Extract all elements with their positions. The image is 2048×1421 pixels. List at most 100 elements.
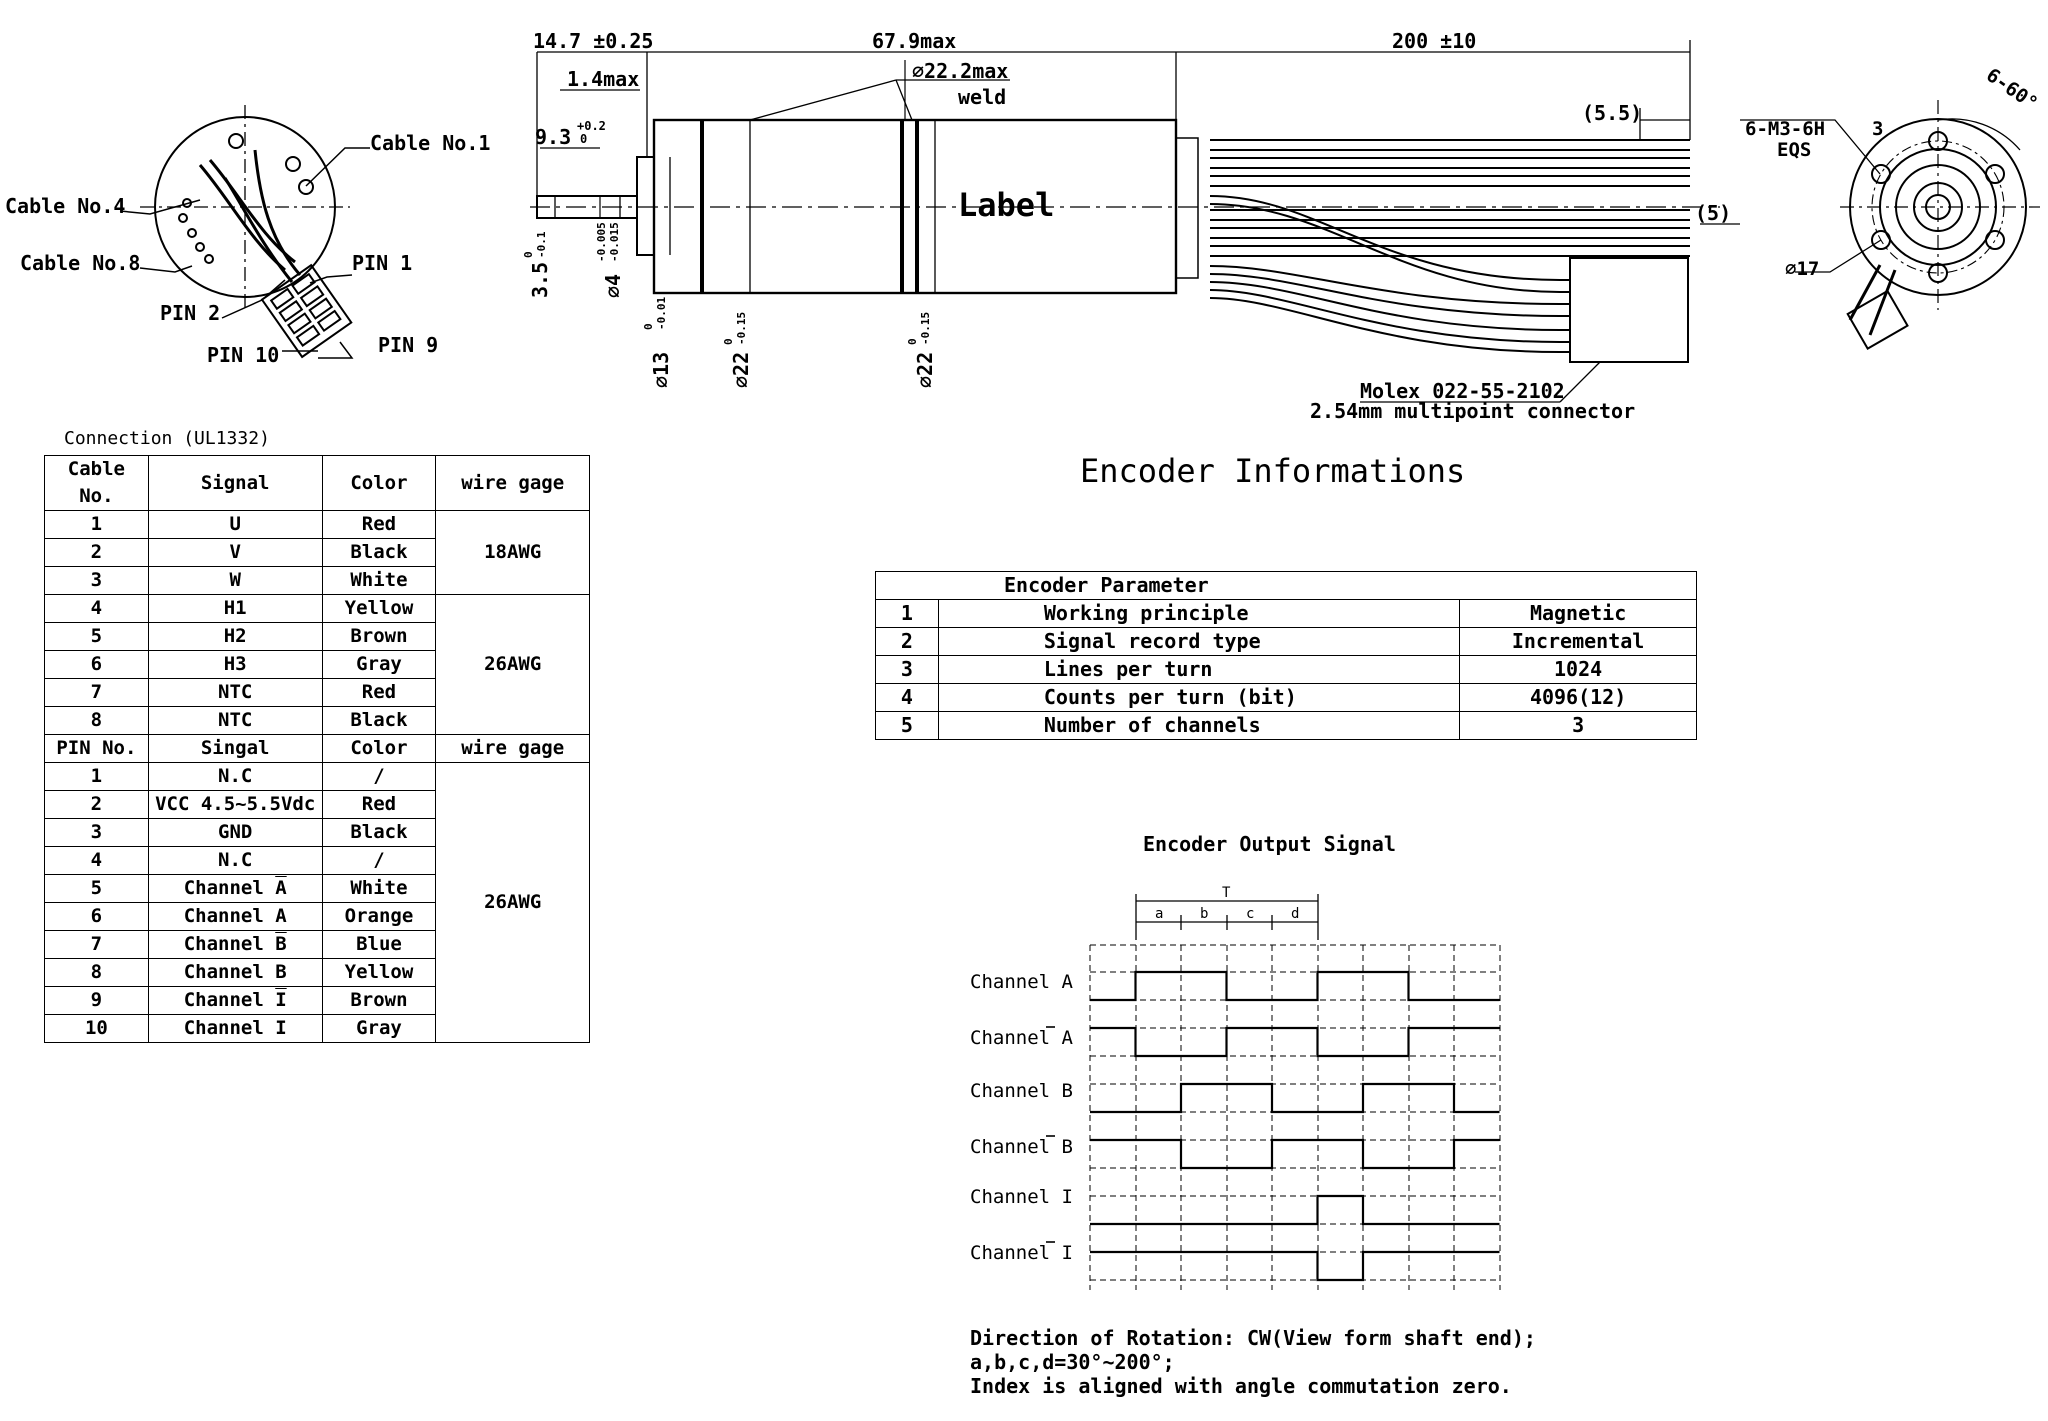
table-row: 1 Working principle Magnetic [875,599,1697,628]
cell: 1024 [1459,655,1697,684]
connection-table: Cable No. Signal Color wire gage 1 U Red… [44,455,590,1043]
molex-label-1: Molex 022-55-2102 [1360,379,1565,403]
pin1-label: PIN 1 [352,251,412,275]
cell: / [321,762,437,791]
cell: Red [321,510,437,539]
cell: Channel I [147,1014,323,1043]
cell: 5 [44,622,149,651]
cell: Channel B [147,958,323,987]
table-row: 1 U Red 18AWG [44,510,590,595]
cell: N.C [147,846,323,875]
cell: NTC [147,706,323,735]
cell: Brown [321,622,437,651]
dim-d22a: ∅22 [729,352,753,388]
cell: 4096(12) [1459,683,1697,712]
cell: Yellow [321,958,437,987]
table-row: 6 Channel A Orange [44,902,590,931]
cell: V [147,538,323,567]
gage-cell: 18AWG [435,510,590,595]
cell: Channel A [147,902,323,931]
encoder-parameter-table: Encoder Parameter 1 Working principle Ma… [875,571,1697,740]
table-row: 7 NTC Red [44,678,590,707]
table-row: 3 Lines per turn 1024 [875,655,1697,684]
dim-d35: 3.5 [528,262,552,298]
cell: Black [321,818,437,847]
cell: 3 [44,566,149,595]
seg-a: a [1155,906,1163,922]
cell: Incremental [1459,627,1697,656]
cell: Magnetic [1459,599,1697,628]
cell: / [321,846,437,875]
encoder-header-row: Encoder Parameter [875,571,1697,600]
molex-label-2: 2.54mm multipoint connector [1310,399,1635,423]
cell: 3 [875,655,939,684]
waveform-6 [1090,1250,1500,1282]
connector-end-view [119,105,370,359]
cell: VCC 4.5~5.5Vdc [147,790,323,819]
connector-labels: Cable No.1 Cable No.4 Cable No.8 PIN 1 P… [5,131,490,367]
dim-weld-dia: ∅22.2max [912,59,1008,83]
cell: H1 [147,594,323,623]
cell: Gray [321,1014,437,1043]
cell: 6 [44,650,149,679]
dim-d13: ∅13 [649,352,673,388]
cell: 4 [875,683,939,712]
cell: 2 [44,790,149,819]
signal-title: Encoder Output Signal [1143,832,1396,856]
cell: U [147,510,323,539]
cell: 1 [44,762,149,791]
cell: Yellow [321,594,437,623]
cable8-label: Cable No.8 [20,251,140,275]
table-row: 4 Counts per turn (bit) 4096(12) [875,683,1697,712]
note-line-2: a,b,c,d=30°~200°; [970,1350,1175,1374]
table-row: 3 W White [44,566,590,595]
cell: N.C [147,762,323,791]
table-row: 10 Channel I Gray [44,1014,590,1043]
cell: Working principle [937,599,1461,628]
dim-d22b: ∅22 [913,352,937,388]
table-row: 5 H2 Brown [44,622,590,651]
header-color: Color [321,734,437,763]
cell: 1 [44,510,149,539]
cell: 1 [875,599,939,628]
dim-d35-tol-top: 0 [522,251,535,258]
waveform-5 [1090,1194,1500,1226]
cell: Channel I [147,986,323,1015]
cell: 5 [875,711,939,740]
motor-dim-labels: 14.7 ±0.25 67.9max 200 ±10 1.4max ∅22.2m… [522,29,1731,423]
cell: 6 [44,902,149,931]
dim-flange: 1.4max [567,67,639,91]
cell: Counts per turn (bit) [937,683,1461,712]
cell: H3 [147,650,323,679]
front-view-labels: 6-M3-6H 3 EQS 6-60° ∅17 [1745,64,2042,280]
waveform-2 [1090,1026,1500,1058]
note-line-1: Direction of Rotation: CW(View form shaf… [970,1326,1536,1350]
cell: Gray [321,650,437,679]
note-line-3: Index is aligned with angle commutation … [970,1374,1512,1398]
cell: 5 [44,874,149,903]
encoder-parameter-header: Encoder Parameter [875,571,1697,600]
cell: White [321,874,437,903]
header-singal: Singal [147,734,323,763]
dim-strip: (5.5) [1582,101,1642,125]
dim-d22a-tol-top: 0 [722,338,735,345]
gage-cell: 26AWG [435,762,590,1043]
header-wire-gage: wire gage [435,455,590,511]
channel-label-3: Channel B [970,1080,1073,1102]
cell: 2 [44,538,149,567]
cell: Red [321,678,437,707]
cell: 9 [44,986,149,1015]
channel-labels: Channel A Channel A Channel B Channel B … [970,971,1074,1264]
pin9-label: PIN 9 [378,333,438,357]
channel-label-2: Channel A [970,1027,1074,1049]
label-text: Label [958,186,1054,224]
dim-body-len: 67.9max [872,29,956,53]
dim-d22b-tol-top: 0 [906,338,919,345]
cell: White [321,566,437,595]
signal-waves [1090,970,1500,1282]
cell: 3 [1459,711,1697,740]
cell: Lines per turn [937,655,1461,684]
dim-weld: weld [958,85,1006,109]
dim-shaft-flat: 9.3 [535,125,571,149]
